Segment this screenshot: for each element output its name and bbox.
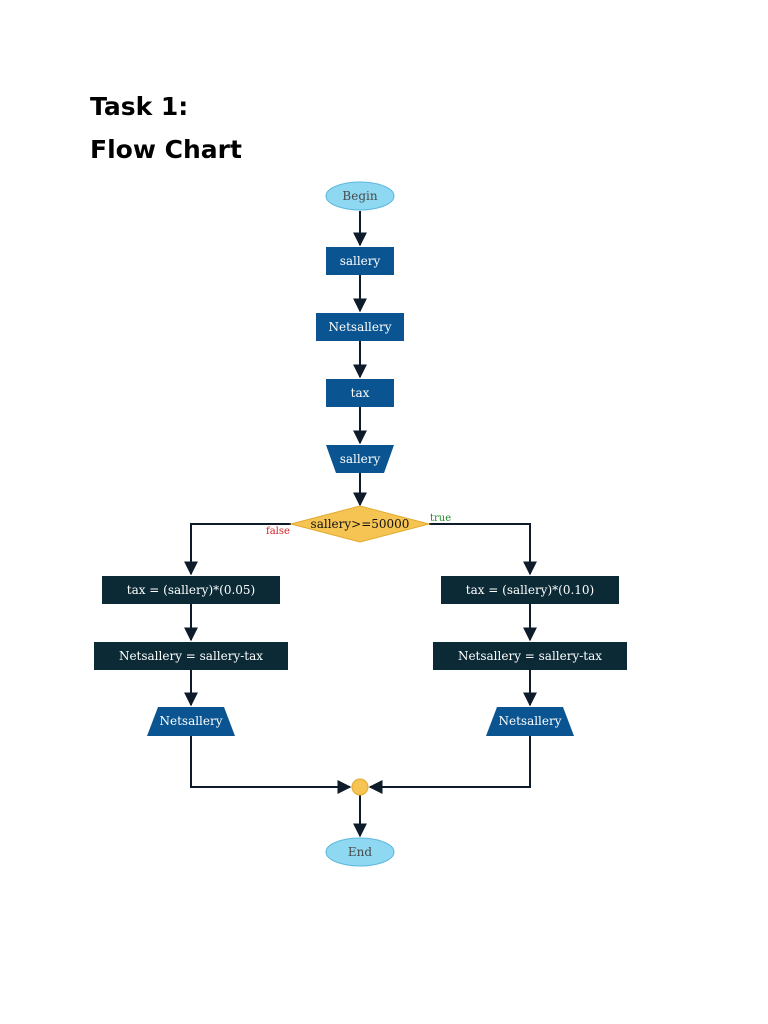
edge-false-to-merge (190, 736, 352, 794)
end-label: End (348, 845, 372, 859)
tax-process: tax (326, 379, 394, 407)
sallery-label: sallery (340, 254, 381, 268)
sallery-input-label: sallery (340, 452, 381, 466)
netsallery-true-output-label: Netsallery (498, 714, 561, 728)
true-branch-label: true (430, 513, 451, 524)
netsallery-false-label: Netsallery = sallery-tax (119, 649, 263, 663)
merge-connector (351, 778, 369, 796)
netsallery-label: Netsallery (328, 320, 391, 334)
netsallery-false-output: Netsallery (147, 707, 235, 736)
false-branch-label: false (266, 526, 290, 537)
decision-label: sallery>=50000 (311, 517, 410, 531)
tax-true-label: tax = (sallery)*(0.10) (466, 583, 594, 597)
edge-decision-false (184, 523, 291, 576)
netsallery-true-process: Netsallery = sallery-tax (433, 642, 627, 670)
edge-decision-true (429, 523, 537, 576)
edge-true-to-merge (368, 736, 531, 794)
begin-label: Begin (342, 189, 377, 203)
netsallery-true-label: Netsallery = sallery-tax (458, 649, 602, 663)
sallery-input-node: sallery (326, 445, 394, 473)
page-title-flow-chart: Flow Chart (90, 135, 242, 164)
netsallery-true-output: Netsallery (486, 707, 574, 736)
decision-node: sallery>=50000 (289, 505, 431, 543)
netsallery-process: Netsallery (316, 313, 404, 341)
netsallery-false-output-label: Netsallery (159, 714, 222, 728)
sallery-process: sallery (326, 247, 394, 275)
tax-true-process: tax = (sallery)*(0.10) (441, 576, 619, 604)
netsallery-false-process: Netsallery = sallery-tax (94, 642, 288, 670)
tax-label: tax (351, 386, 370, 400)
tax-false-label: tax = (sallery)*(0.05) (127, 583, 255, 597)
end-terminal: End (325, 837, 395, 867)
begin-terminal: Begin (325, 181, 395, 211)
page-title-task: Task 1: (90, 92, 189, 121)
flowchart-edges (184, 211, 537, 838)
tax-false-process: tax = (sallery)*(0.05) (102, 576, 280, 604)
